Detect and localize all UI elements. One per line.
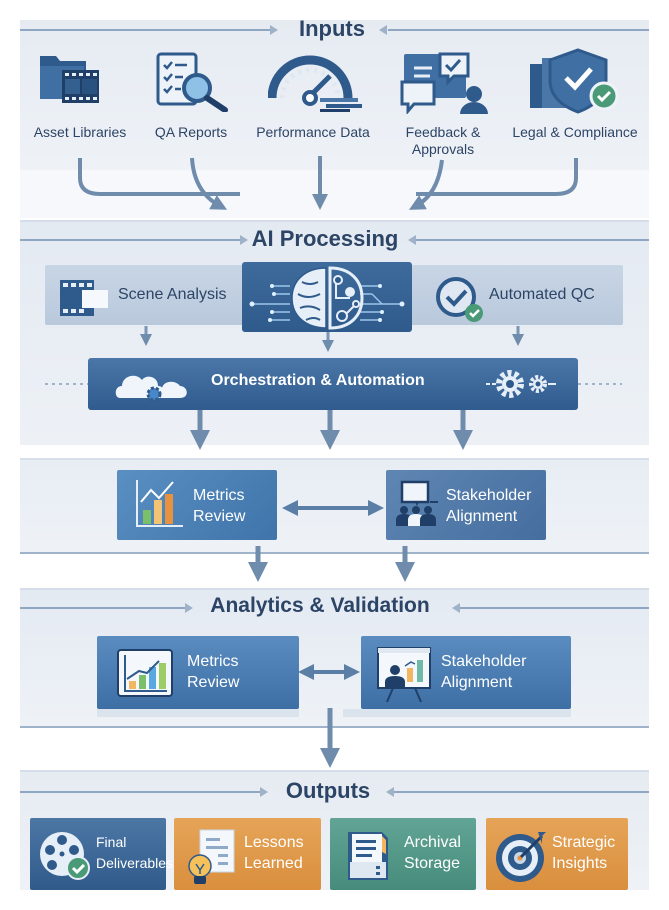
folder-film-icon <box>40 56 99 103</box>
analytics-metrics-review-card: Metrics Review <box>97 636 299 709</box>
title-rule-left <box>20 607 190 609</box>
lessons-learned-label: Lessons Learned <box>244 834 304 872</box>
strategic-insights-label: Strategic Insights <box>552 834 616 872</box>
title-rule-left <box>20 239 245 241</box>
ai-processing-title: AI Processing <box>251 226 399 251</box>
stakeholder-alignment-label: Stakeholder Alignment <box>446 487 532 525</box>
metrics-review-card: Metrics Review <box>117 470 277 540</box>
orchestration-bar: Orchestration & Automation <box>88 358 578 410</box>
title-rule-right <box>394 791 649 793</box>
ai-brain-box <box>242 262 412 332</box>
film-frame-icon <box>60 280 108 316</box>
input-label-feedback-approvals: Feedback & Approvals <box>405 124 481 157</box>
final-deliverables-label: Final Deliverables <box>96 834 174 871</box>
scene-analysis-label: Scene Analysis <box>118 286 227 303</box>
output-lessons-learned: Lessons Learned <box>174 818 321 890</box>
input-label-performance-data: Performance Data <box>256 124 370 140</box>
speedometer-icon <box>268 55 362 112</box>
checklist-magnifier-icon <box>156 52 228 112</box>
card-shadow <box>343 709 571 717</box>
analytics-stakeholder-alignment-label: Stakeholder Alignment <box>441 653 527 691</box>
archival-storage-label: Archival Storage <box>404 834 461 872</box>
brain-circuit-icon <box>249 266 405 330</box>
gears-icon <box>486 370 556 398</box>
title-arrow-right <box>270 25 278 35</box>
title-rule-left <box>20 29 275 31</box>
metrics-review-label: Metrics Review <box>193 487 246 525</box>
document-lightbulb-icon <box>188 829 235 884</box>
outputs-title: Outputs <box>285 778 371 803</box>
inputs-title: Inputs <box>299 16 365 41</box>
team-meeting-icon <box>396 480 438 526</box>
card-shadow <box>97 709 299 717</box>
title-rule-left <box>20 791 265 793</box>
output-strategic-insights: Strategic Insights <box>486 818 628 890</box>
bar-chart-icon <box>136 480 183 527</box>
review-section <box>20 458 649 554</box>
archive-box-icon <box>348 832 388 880</box>
analytics-validation-title: Analytics & Validation <box>210 594 430 617</box>
output-archival-storage: Archival Storage <box>330 818 476 890</box>
input-label-qa-reports: QA Reports <box>154 124 228 140</box>
analytics-metrics-review-label: Metrics Review <box>187 653 240 691</box>
input-label-legal-compliance: Legal & Compliance <box>512 124 638 140</box>
title-rule-right <box>416 239 649 241</box>
title-arrow-right <box>240 235 248 245</box>
inputs-merge-area <box>20 170 649 218</box>
shield-check-icon <box>530 48 619 114</box>
orchestration-label: Orchestration & Automation <box>211 372 425 389</box>
title-arrow-left <box>452 603 460 613</box>
ai-processing-section <box>20 220 649 445</box>
presentation-board-icon <box>377 647 431 702</box>
input-label-asset-libraries: Asset Libraries <box>33 124 127 140</box>
check-circle-icon <box>436 277 483 322</box>
cloud-gear-icon <box>115 375 187 402</box>
film-reel-check-icon <box>40 832 90 880</box>
output-final-deliverables: Final Deliverables <box>30 818 173 890</box>
title-arrow-right <box>185 603 193 613</box>
chart-screen-icon <box>117 649 173 697</box>
stakeholder-alignment-card: Stakeholder Alignment <box>386 470 546 540</box>
title-arrow-left <box>408 235 416 245</box>
title-rule-right <box>460 607 649 609</box>
target-dart-icon <box>496 832 546 882</box>
title-arrow-right <box>260 787 268 797</box>
title-rule-right <box>388 29 649 31</box>
chat-approval-icon <box>400 52 488 114</box>
analytics-stakeholder-alignment-card: Stakeholder Alignment <box>361 636 571 709</box>
title-arrow-left <box>379 25 387 35</box>
automated-qc-label: Automated QC <box>489 286 595 303</box>
title-arrow-left <box>386 787 394 797</box>
